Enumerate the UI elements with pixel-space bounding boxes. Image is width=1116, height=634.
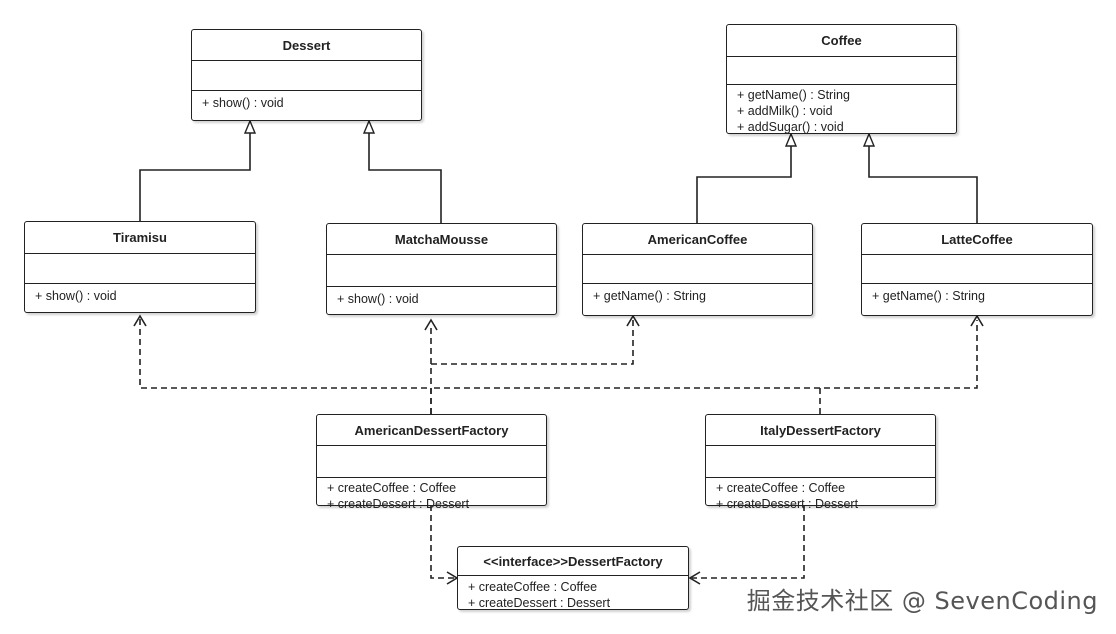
arrow-open-americancoffee: [626, 314, 640, 327]
method: + createDessert : Dessert: [468, 596, 611, 610]
class-latte-coffee-attributes: [862, 255, 1092, 284]
class-italy-dessert-factory-name: ItalyDessertFactory: [706, 415, 935, 446]
method: + getName() : String: [737, 88, 850, 102]
method: + createDessert : Dessert: [327, 497, 470, 511]
dependency-american-factory-tiramisu: [139, 318, 432, 414]
class-coffee-attributes: [727, 57, 956, 85]
arrow-open-tiramisu: [133, 314, 147, 327]
class-coffee-name: Coffee: [727, 25, 956, 57]
class-american-dessert-factory-name: AmericanDessertFactory: [317, 415, 546, 446]
class-dessert[interactable]: Dessert + show() : void: [191, 29, 422, 121]
class-american-dessert-factory[interactable]: AmericanDessertFactory + createCoffee : …: [316, 414, 547, 511]
class-american-coffee[interactable]: AmericanCoffee + getName() : String: [582, 223, 813, 316]
interface-dessert-factory-name: <<interface>>DessertFactory: [458, 547, 688, 576]
arrow-open-interface-right: [688, 571, 701, 585]
class-tiramisu-name: Tiramisu: [25, 222, 255, 254]
inheritance-latte-coffee: [869, 134, 978, 224]
class-american-coffee-attributes: [583, 255, 812, 284]
arrow-open-matcha: [424, 318, 438, 331]
class-tiramisu[interactable]: Tiramisu + show() : void: [24, 221, 256, 313]
class-dessert-attributes: [192, 61, 421, 91]
class-italy-dessert-factory-methods: + createCoffee : Coffee + createDessert …: [706, 478, 935, 512]
inheritance-tiramisu-dessert: [139, 121, 250, 222]
class-american-coffee-name: AmericanCoffee: [583, 224, 812, 255]
class-matcha-mousse-name: MatchaMousse: [327, 224, 556, 255]
class-latte-coffee[interactable]: LatteCoffee + getName() : String: [861, 223, 1093, 316]
class-tiramisu-methods: + show() : void: [25, 284, 255, 304]
class-coffee[interactable]: Coffee + getName() : String + addMilk() …: [726, 24, 957, 134]
class-american-coffee-methods: + getName() : String: [583, 284, 812, 304]
class-dessert-methods: + show() : void: [192, 91, 421, 111]
arrow-open-latte: [970, 314, 984, 327]
method: + createCoffee : Coffee: [468, 580, 598, 594]
class-tiramisu-attributes: [25, 254, 255, 284]
method: + createCoffee : Coffee: [327, 481, 457, 495]
class-matcha-mousse-attributes: [327, 255, 556, 287]
class-latte-coffee-name: LatteCoffee: [862, 224, 1092, 255]
method: + show() : void: [35, 289, 117, 303]
method: + addSugar() : void: [737, 120, 844, 134]
class-coffee-methods: + getName() : String + addMilk() : void …: [727, 85, 956, 135]
method: + createCoffee : Coffee: [716, 481, 846, 495]
class-italy-dessert-factory[interactable]: ItalyDessertFactory + createCoffee : Cof…: [705, 414, 936, 511]
class-italy-dessert-factory-attributes: [706, 446, 935, 478]
dependency-american-factory-americancoffee: [431, 320, 634, 365]
class-matcha-mousse[interactable]: MatchaMousse + show() : void: [326, 223, 557, 315]
method: + getName() : String: [872, 289, 985, 303]
class-dessert-name: Dessert: [192, 30, 421, 61]
method: + addMilk() : void: [737, 104, 833, 118]
realization-italy-factory: [692, 505, 805, 579]
class-matcha-mousse-methods: + show() : void: [327, 287, 556, 307]
inheritance-matcha-dessert: [369, 121, 442, 224]
class-american-dessert-factory-attributes: [317, 446, 546, 478]
method: + createDessert : Dessert: [716, 497, 859, 511]
class-american-dessert-factory-methods: + createCoffee : Coffee + createDessert …: [317, 478, 546, 512]
interface-dessert-factory-methods: + createCoffee : Coffee + createDessert …: [458, 576, 688, 611]
realization-american-factory: [430, 505, 455, 579]
method: + show() : void: [337, 292, 419, 306]
interface-dessert-factory[interactable]: <<interface>>DessertFactory + createCoff…: [457, 546, 689, 610]
inheritance-american-coffee: [696, 134, 791, 224]
method: + getName() : String: [593, 289, 706, 303]
dependency-italy-factory-latte: [819, 320, 978, 414]
watermark: 掘金技术社区 @ SevenCoding: [746, 587, 1098, 615]
method: + show() : void: [202, 96, 284, 110]
class-latte-coffee-methods: + getName() : String: [862, 284, 1092, 304]
